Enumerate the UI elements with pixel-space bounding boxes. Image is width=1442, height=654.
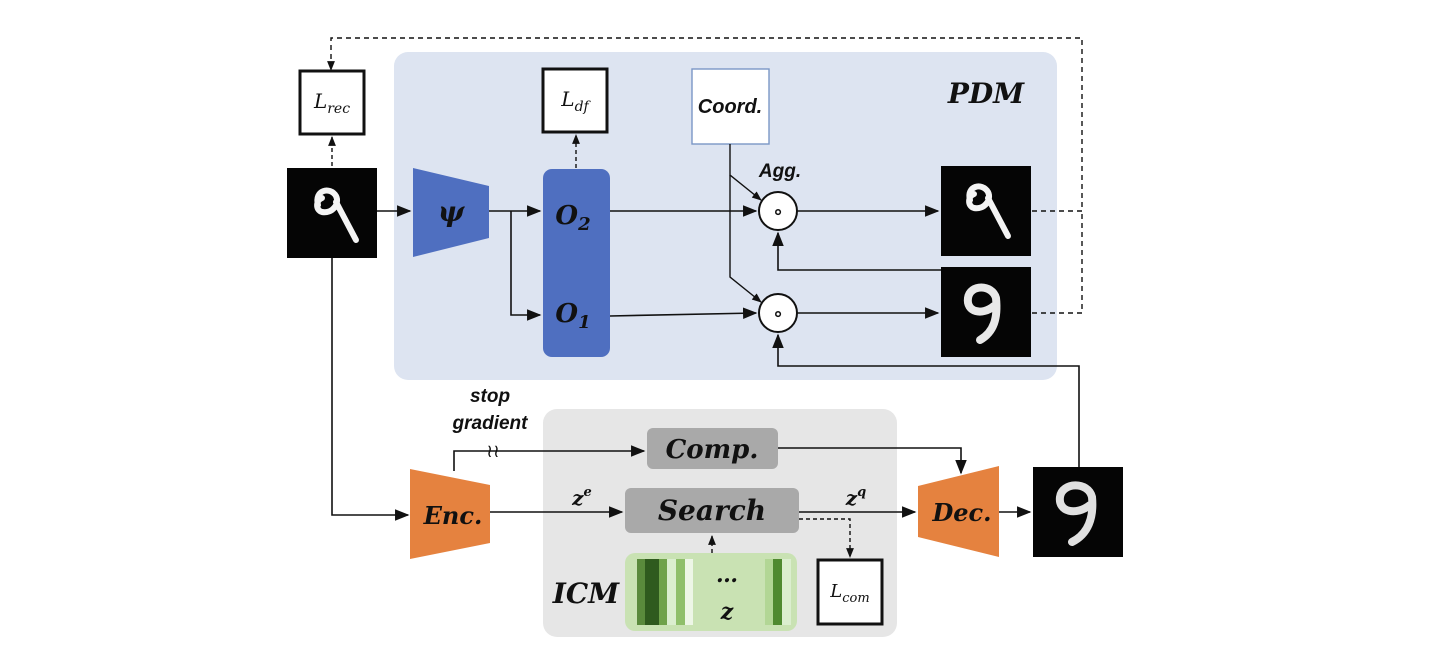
agg-symbol-bottom: ∘ (773, 302, 784, 327)
coord-box (691, 68, 770, 145)
psi-label: ψ (438, 195, 466, 228)
output-image-top (941, 166, 1031, 256)
o1-label: O1 (555, 299, 590, 333)
ze-label: ze (571, 485, 592, 510)
o1-to-agg-arrow (609, 307, 758, 320)
psi-network (413, 168, 489, 257)
coord-label: Coord. (698, 96, 762, 118)
zq-label: zq (845, 485, 866, 510)
codebook (625, 553, 797, 631)
loss-rec-box (298, 69, 366, 136)
stop-gradient-label-1: stop (470, 386, 510, 407)
decoded-image (1033, 467, 1123, 557)
agg-symbol-top: ∘ (773, 200, 784, 225)
loss-rec-label: Lrec (313, 89, 350, 117)
enc-to-comp-arrow (453, 445, 646, 471)
agg-label: Agg. (758, 161, 801, 182)
output-bottom-to-agg-top (772, 231, 942, 271)
feedback-dashed-loop (327, 37, 1083, 212)
coord-to-agg-bottom (729, 175, 762, 303)
pdm-label: PDM (947, 77, 1025, 110)
loss-com-label: Lcom (829, 581, 869, 606)
decoder (918, 466, 999, 557)
codebook-dots: … (716, 562, 738, 588)
codebook-var: z (720, 599, 734, 625)
comp-to-dec-arrow (778, 447, 967, 475)
enc-label: Enc. (423, 501, 483, 530)
output-image-bottom (941, 267, 1031, 357)
loss-com-box (816, 558, 884, 626)
decoded-to-agg-bottom (772, 333, 1080, 467)
icm-label: ICM (552, 577, 620, 610)
search-box (625, 488, 799, 533)
comp-box (647, 428, 778, 469)
stop-gradient-symbol: ≀≀ (486, 441, 500, 462)
search-to-lcom-dashed (799, 518, 854, 558)
loss-df-box (541, 67, 609, 134)
output-block (543, 169, 610, 357)
dec-label: Dec. (931, 498, 991, 527)
stop-gradient-label-2: gradient (452, 413, 529, 434)
psi-to-o1-arrow (510, 211, 542, 321)
search-label: Search (658, 494, 766, 527)
input-to-enc-arrow (331, 258, 410, 521)
encoder (410, 469, 490, 559)
o2-label: O2 (555, 201, 590, 235)
loss-df-label: Ldf (560, 87, 591, 115)
input-image (287, 168, 377, 258)
feedback-dashed-lower (1032, 211, 1083, 314)
comp-label: Comp. (666, 435, 759, 465)
